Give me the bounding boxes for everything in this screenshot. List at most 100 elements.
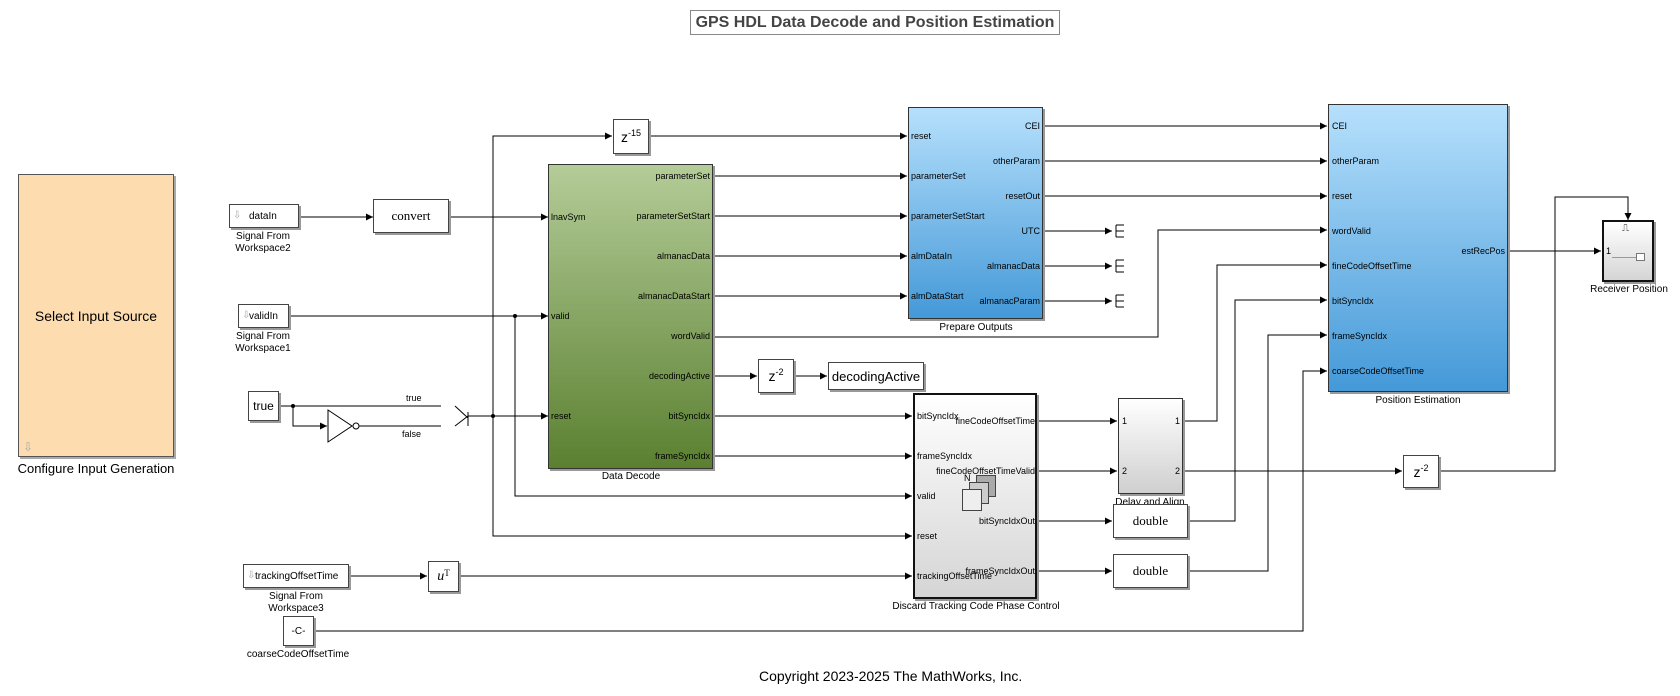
pe-in-otherparam: otherParam [1332, 156, 1380, 166]
dt-in-valid: valid [917, 491, 936, 501]
wire-true-not [292, 406, 327, 430]
wire-wordvalid [713, 226, 1327, 338]
down-arrow-icon: ⇩ [23, 440, 34, 454]
branch-dot-true [291, 404, 295, 408]
workspace-icon: ⇩ [242, 310, 251, 321]
dt-in-reset: reset [917, 531, 938, 541]
dd-in-valid: valid [551, 311, 570, 321]
delay-align-caption: Delay and Align [1115, 497, 1185, 508]
transpose-base: u [437, 568, 445, 584]
logical-not-bubble [352, 422, 360, 430]
da-out-2: 2 [1174, 466, 1180, 476]
dt-out-finecodeoffsettimevalid: fineCodeOffsetTimeValid [936, 466, 1035, 476]
enable-pulse-icon: ⎍ [1622, 223, 1629, 234]
convert-block[interactable]: convert [373, 199, 449, 233]
prepare-outputs-caption: Prepare Outputs [939, 322, 1013, 333]
dd-out-bitsyncidx: bitSyncIdx [668, 411, 710, 421]
delay-2-valid-block[interactable]: z-2 [1403, 455, 1439, 488]
rp-inner-box-icon [1636, 253, 1645, 261]
pe-out-estrecpos: estRecPos [1461, 246, 1505, 256]
terminator-almanacdata [1115, 259, 1124, 273]
rp-inner-line-icon [1612, 257, 1636, 258]
po-in-almdatastart: almDataStart [911, 291, 964, 301]
configure-input-generation-caption: Configure Input Generation [17, 461, 175, 476]
double-framesync-block[interactable]: double [1113, 554, 1188, 588]
dd-out-almanacdata: almanacData [656, 251, 710, 261]
dd-out-parameterset: parameterSet [655, 171, 710, 181]
wire-coarse-position [314, 367, 1327, 632]
stacked-n-label: N [964, 473, 971, 483]
datain-caption: Signal From Workspace2 [235, 231, 291, 254]
switch-false-label: false [402, 429, 422, 439]
pe-in-wordvalid: wordValid [1332, 226, 1371, 236]
data-decode-block[interactable] [548, 164, 713, 469]
delay-15-base: z [620, 128, 628, 145]
logical-not-gate [327, 409, 353, 443]
po-out-resetout: resetOut [1005, 191, 1040, 201]
tracking-caption: Signal From Workspace3 [268, 591, 324, 614]
validin-source-block[interactable]: ⇩ validIn [238, 304, 289, 328]
branch-dot-valid [513, 314, 517, 318]
po-out-cei: CEI [1024, 121, 1040, 131]
delay-2b-exp: -2 [1420, 462, 1429, 473]
delay-2b-base: z [1413, 463, 1421, 480]
transpose-exp: T [444, 567, 450, 578]
pe-in-finecodeoffsettime: fineCodeOffsetTime [1332, 261, 1412, 271]
wire-reset-discard [492, 416, 912, 540]
workspace-icon: ⇩ [247, 570, 256, 581]
dd-in-reset: reset [551, 411, 572, 421]
pe-in-cei: CEI [1332, 121, 1348, 131]
dt-out-finecodeoffsettime: fineCodeOffsetTime [955, 416, 1035, 426]
po-out-almanacparam: almanacParam [979, 296, 1040, 306]
pe-in-reset: reset [1332, 191, 1353, 201]
switch-true-label: true [406, 393, 422, 403]
pe-in-framesyncidx: frameSyncIdx [1332, 331, 1388, 341]
receiver-position-block[interactable] [1602, 220, 1654, 282]
diagram-title: GPS HDL Data Decode and Position Estimat… [690, 10, 1060, 35]
true-constant-block[interactable]: true [248, 391, 279, 421]
copyright-text: Copyright 2023-2025 The MathWorks, Inc. [759, 668, 1023, 684]
datain-source-block[interactable]: ⇩ dataIn [229, 204, 299, 228]
wire-finecode-position [1183, 261, 1327, 422]
coarse-constant-block[interactable]: -C- [283, 616, 314, 646]
po-in-parametersetstart: parameterSetStart [911, 211, 985, 221]
delay-2-decoding-block[interactable]: z-2 [758, 359, 794, 393]
dt-out-framesyncidxout: frameSyncIdxOut [965, 566, 1035, 576]
delay-15-block[interactable]: z-15 [613, 119, 649, 154]
select-input-source-label: Select Input Source [34, 307, 158, 324]
validin-label: validIn [249, 310, 278, 322]
coarse-constant-caption: coarseCodeOffsetTime [246, 649, 350, 660]
delay-2a-exp: -2 [775, 367, 784, 377]
prepare-outputs-block[interactable] [908, 107, 1043, 319]
tracking-label: trackingOffsetTime [255, 570, 339, 582]
branch-dot-reset [491, 414, 495, 418]
validin-caption: Signal From Workspace1 [235, 331, 291, 354]
da-in-2: 2 [1122, 466, 1128, 476]
dd-in-lnavsym: lnavSym [551, 212, 586, 222]
delay-align-block[interactable] [1118, 398, 1183, 494]
data-decode-caption: Data Decode [601, 471, 661, 482]
dd-out-wordvalid: wordValid [671, 331, 710, 341]
delay-2a-base: z [768, 368, 776, 384]
receiver-position-caption: Receiver Position [1590, 284, 1668, 295]
dt-in-trackingoffsettime: trackingOffsetTime [917, 571, 993, 581]
po-in-reset: reset [911, 131, 932, 141]
da-out-1: 1 [1174, 416, 1180, 426]
po-in-almdatain: almDataIn [911, 251, 953, 261]
po-out-almanacdata: almanacData [986, 261, 1040, 271]
select-input-source-block[interactable]: Select Input Source ⇩ [18, 174, 174, 457]
position-estimation-caption: Position Estimation [1375, 395, 1461, 406]
dd-out-parametersetstart: parameterSetStart [636, 211, 710, 221]
tracking-source-block[interactable]: ⇩ trackingOffsetTime [243, 564, 349, 588]
terminator-almanacparam [1115, 294, 1124, 308]
po-in-parameterset: parameterSet [911, 171, 966, 181]
position-estimation-block[interactable] [1328, 104, 1508, 392]
dd-out-almanacdatastart: almanacDataStart [637, 291, 710, 301]
double-bitsync-block[interactable]: double [1113, 504, 1188, 538]
wire-double1-bitsync [1188, 296, 1327, 522]
da-in-1: 1 [1122, 416, 1128, 426]
datain-label: dataIn [249, 210, 277, 222]
decoding-active-goto[interactable]: decodingActive [828, 362, 924, 390]
